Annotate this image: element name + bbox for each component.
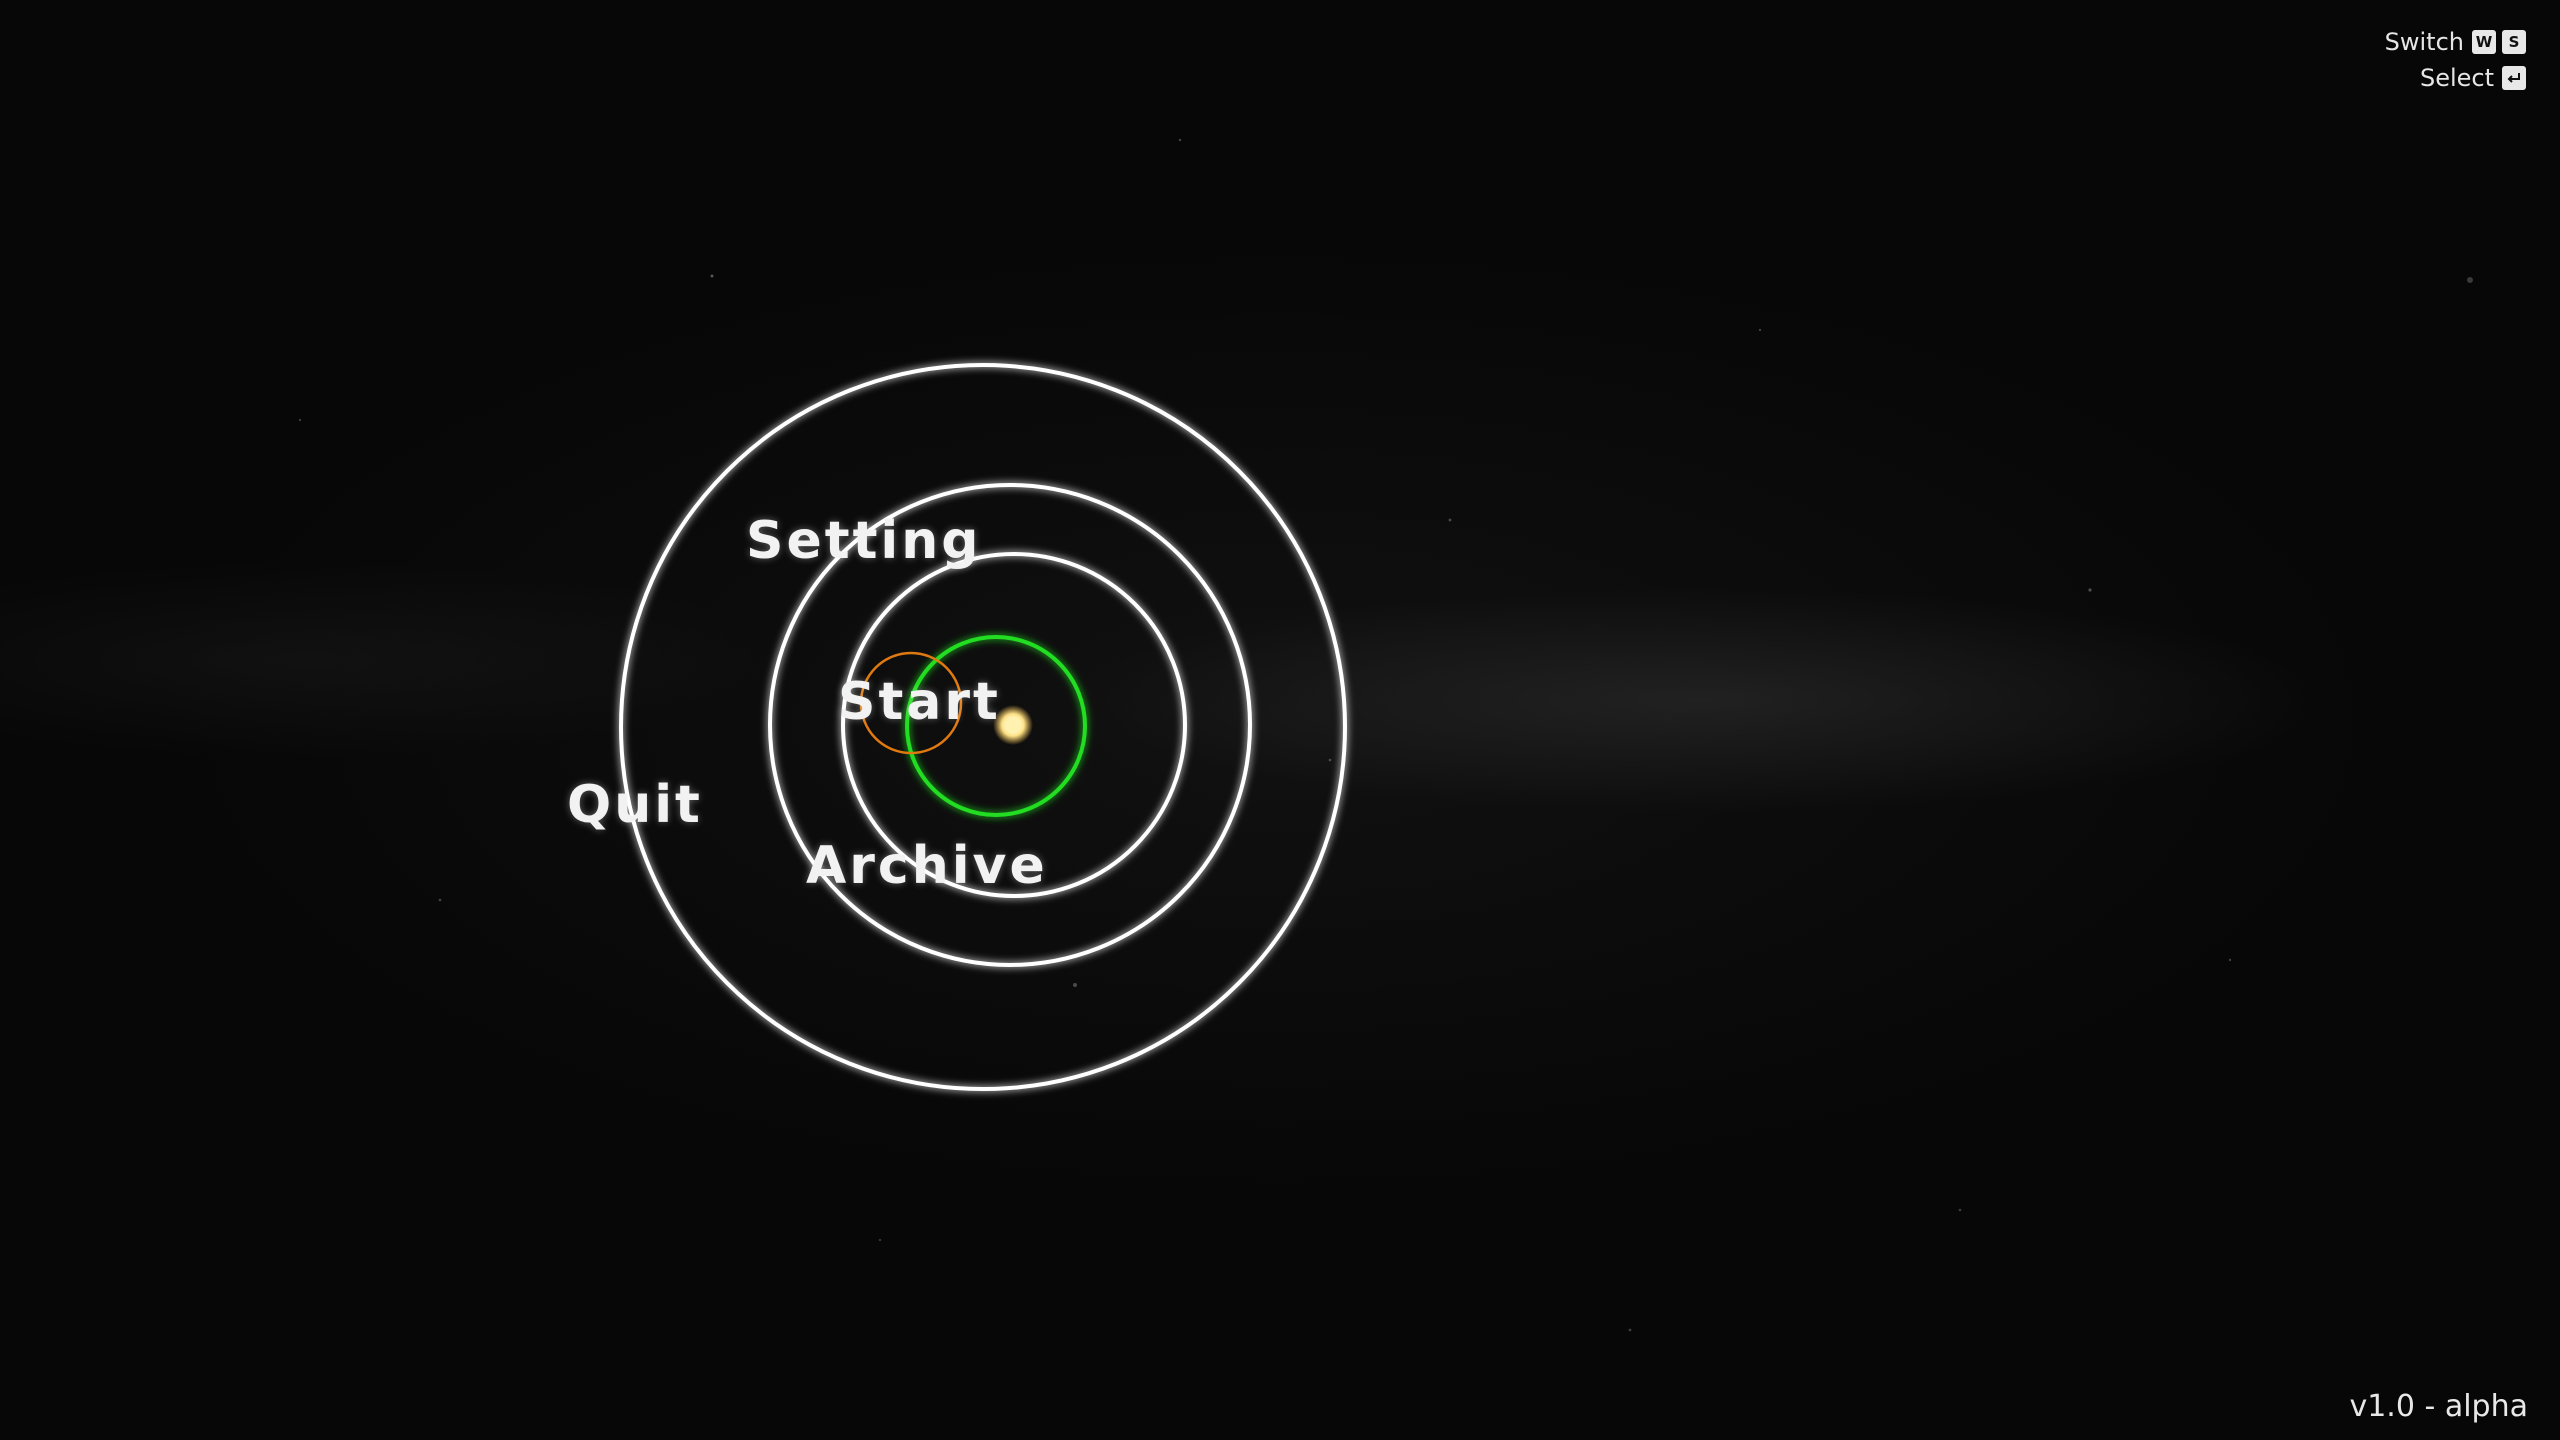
switch-label: Switch xyxy=(2384,28,2464,56)
select-hint: Select xyxy=(2420,64,2526,92)
quit-orbit xyxy=(619,363,1347,1091)
menu-item-setting[interactable]: Setting xyxy=(746,511,982,571)
setting-orbit xyxy=(768,483,1252,967)
menu-item-archive[interactable]: Archive xyxy=(806,836,1048,896)
select-label: Select xyxy=(2419,64,2494,92)
s-key-icon: S xyxy=(2502,30,2526,54)
start-orbit-selected xyxy=(905,635,1087,817)
version-label: v1.0 - alpha xyxy=(2349,1389,2528,1424)
w-key-icon: W xyxy=(2472,30,2496,54)
menu-item-start[interactable]: Start xyxy=(838,672,1001,732)
enter-key-icon xyxy=(2502,66,2526,90)
selection-ring xyxy=(859,651,963,755)
archive-orbit xyxy=(841,552,1187,898)
menu-item-quit[interactable]: Quit xyxy=(567,775,703,835)
switch-hint: Switch W S xyxy=(2385,28,2526,56)
